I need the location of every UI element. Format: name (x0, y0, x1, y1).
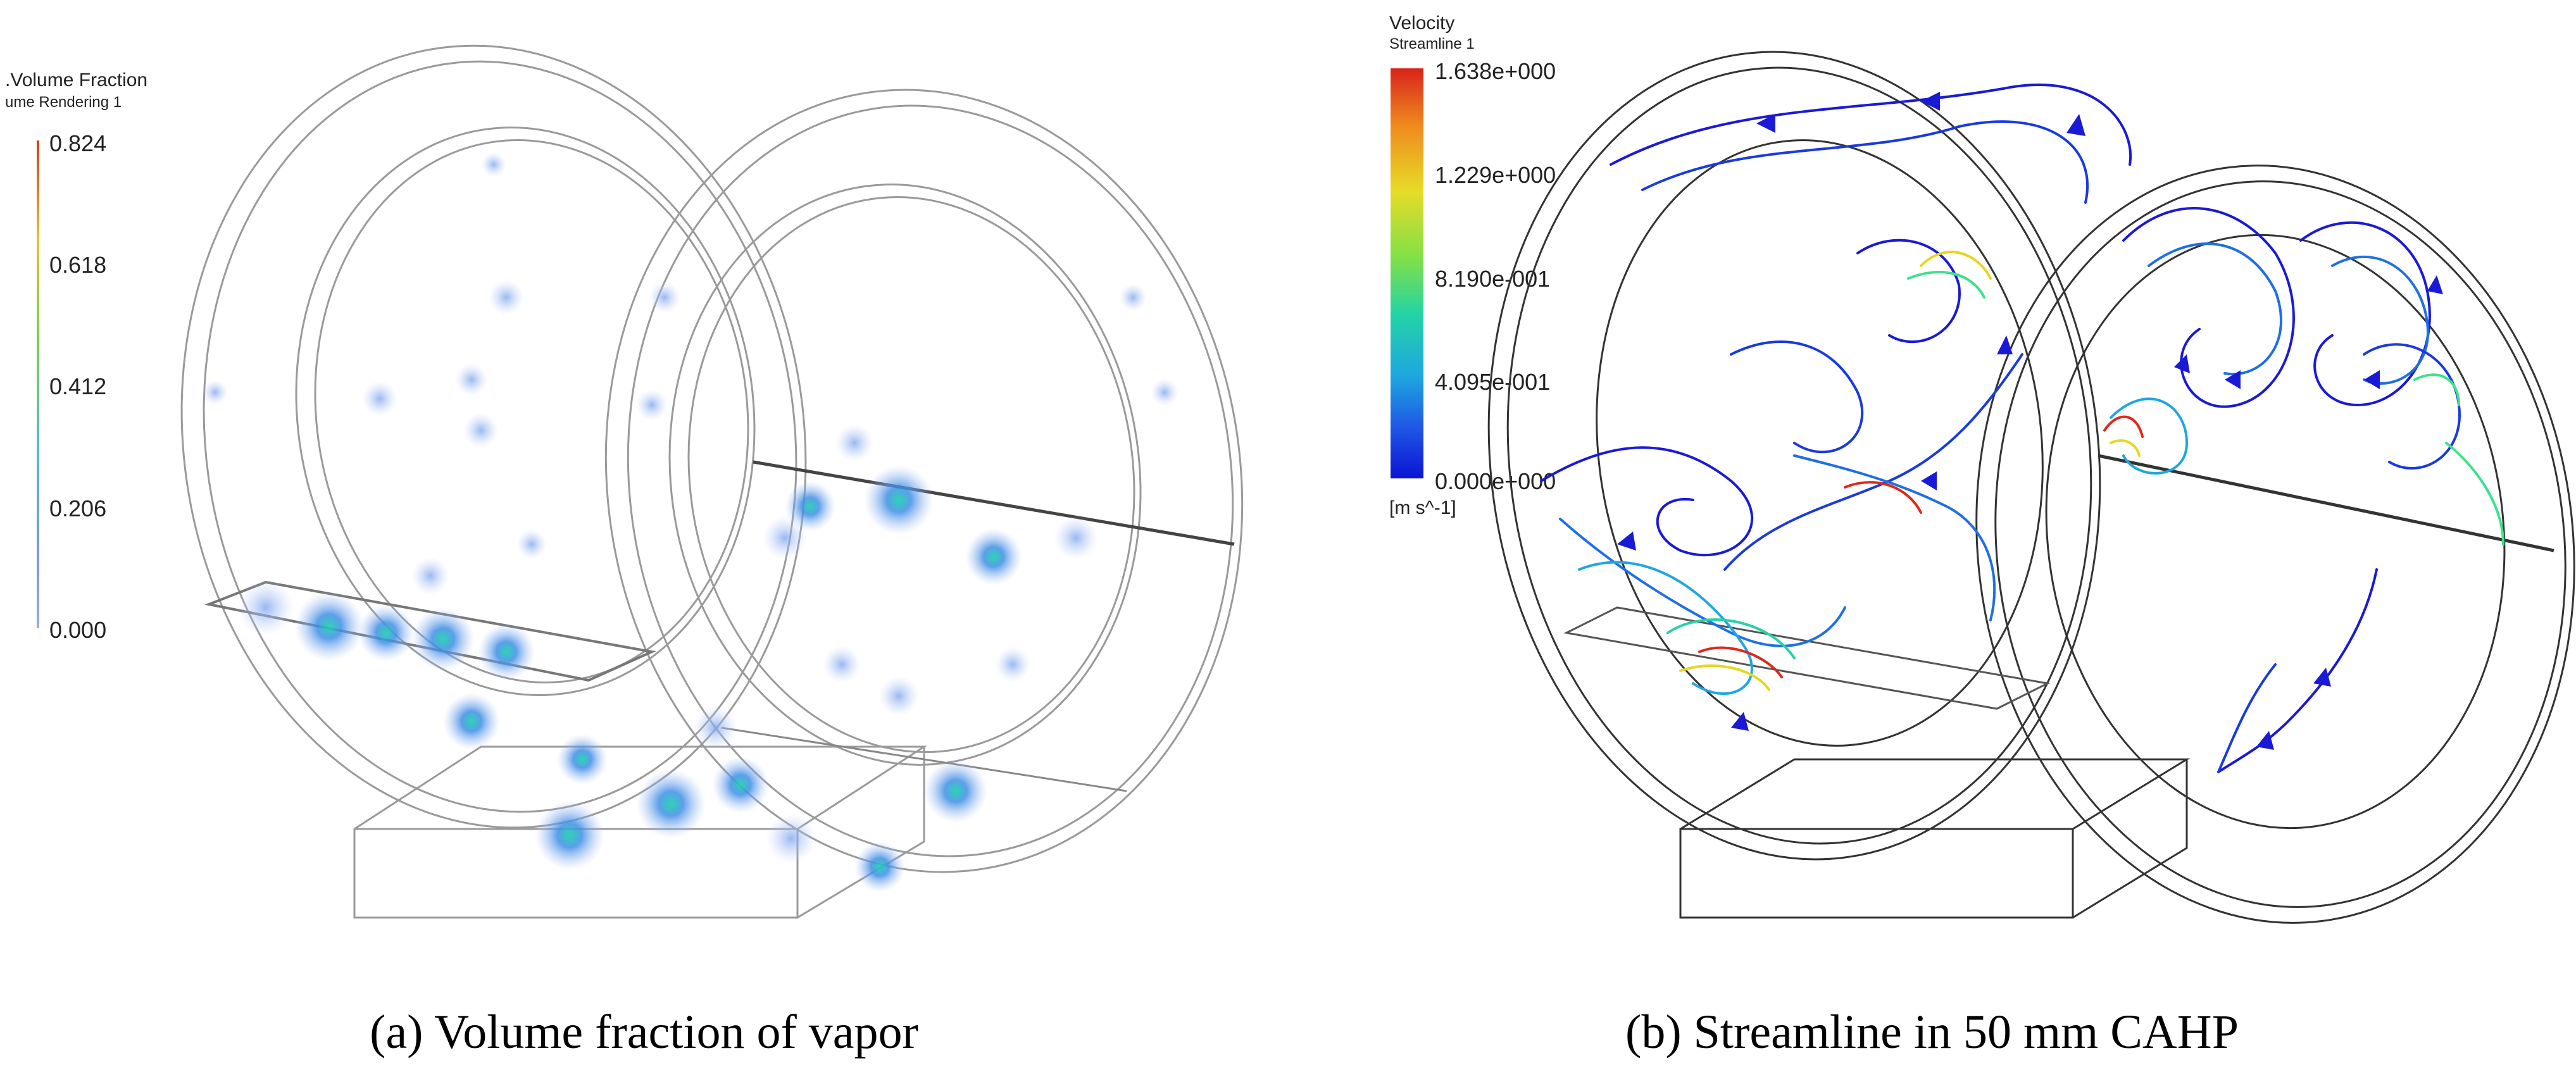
ring-left-inner (295, 127, 756, 696)
caption-b: (b) Streamline in 50 mm CAHP (1625, 1006, 2239, 1059)
legend-tick-a-1: 0.618 (49, 252, 107, 278)
ring-left-outer-b (1487, 51, 2101, 861)
ring-right-outer-2 (627, 104, 1234, 857)
streamline-render (1487, 51, 2575, 924)
legend-title-a: .Volume Fraction (5, 70, 148, 90)
ring-left-inner-b (1596, 139, 2044, 747)
legend-subtitle-b: Streamline 1 (1389, 35, 1475, 53)
legend-tick-a-4: 0.000 (49, 617, 107, 643)
plane-bottom-edge (721, 726, 1127, 792)
base-box-side (797, 747, 925, 919)
legend-tick-a-2: 0.412 (49, 373, 107, 399)
legend-tick-b-4: 0.000e+000 (1435, 468, 1556, 494)
legend-subtitle-a: ume Rendering 1 (5, 94, 122, 111)
caption-a: (a) Volume fraction of vapor (370, 1006, 918, 1059)
ring-right-outer2-b (1994, 180, 2567, 908)
ring-left-inner-2 (314, 139, 749, 683)
panel-streamline: Velocity Streamline 1 1.638e+000 1.229e+… (1288, 0, 2576, 1059)
vapor-volume-render (180, 44, 1244, 919)
base-box-side-b (2072, 759, 2188, 919)
panel-volume-fraction: .Volume Fraction ume Rendering 1 0.824 0… (0, 0, 1288, 1059)
legend-tick-b-0: 1.638e+000 (1435, 58, 1556, 84)
base-box-top (354, 745, 928, 830)
ring-right-inner-2 (687, 196, 1135, 753)
legend-title-b: Velocity (1389, 13, 1455, 34)
ring-left-outer2-b (1506, 66, 2092, 845)
ring-left-outer-2 (203, 60, 797, 813)
plane-left-b (1563, 606, 2051, 710)
plane-right-b (2098, 454, 2554, 552)
ring-right-inner-b (2045, 234, 2506, 830)
colorbar-a (37, 140, 39, 628)
legend-tick-b-1: 1.229e+000 (1435, 162, 1556, 188)
base-box-top-b (1680, 758, 2191, 830)
ring-right-outer-b (1975, 165, 2575, 924)
colorbar-b (1391, 68, 1423, 478)
legend-tick-a-3: 0.206 (49, 495, 107, 521)
plane-right-edge (753, 460, 1235, 546)
legend-tick-a-0: 0.824 (49, 130, 107, 156)
legend-unit-b: [m s^-1] (1389, 497, 1456, 518)
base-box-front-b (1679, 828, 2074, 919)
ring-right-outer (604, 89, 1244, 873)
